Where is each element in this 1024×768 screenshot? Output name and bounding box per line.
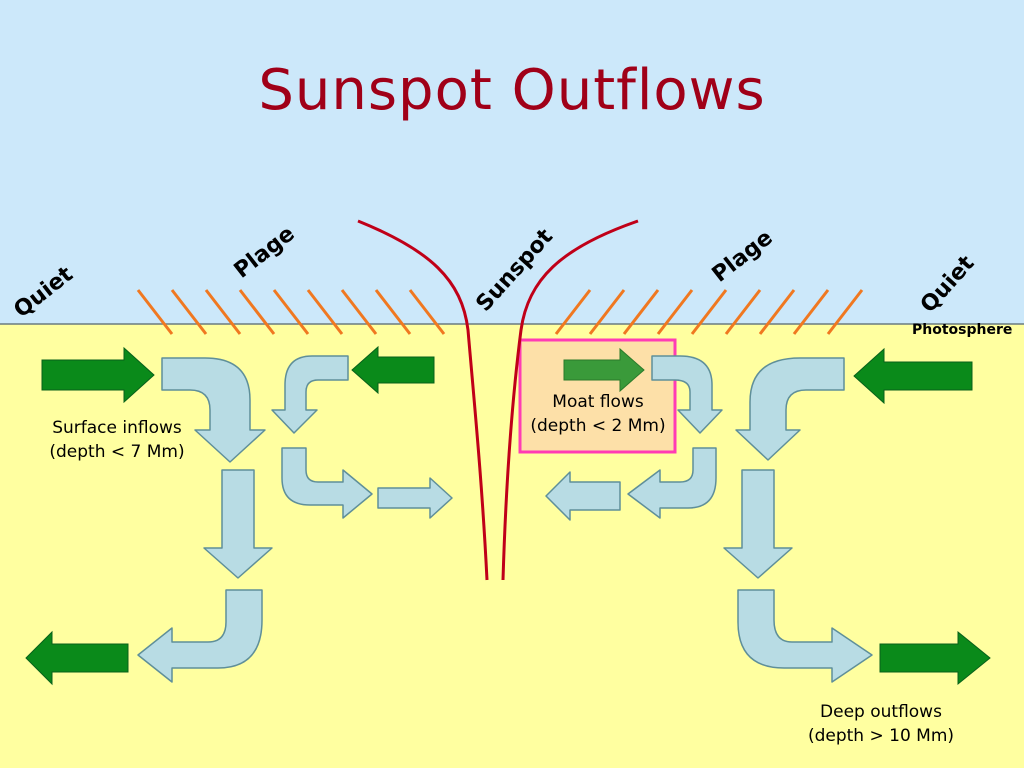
surface-inflows-depth: (depth < 7 Mm) xyxy=(49,442,185,462)
flow-arrow-left-down-long xyxy=(203,469,273,579)
inflow-arrow-left-inner xyxy=(351,345,435,395)
surface-inflows-title: Surface inflows xyxy=(52,418,182,438)
deep-outflows-depth: (depth > 10 Mm) xyxy=(807,726,955,746)
flow-arrow-inner-right-left xyxy=(545,471,621,521)
photosphere-label: Photosphere xyxy=(912,322,1013,338)
moat-flow-arrow xyxy=(563,347,645,393)
flow-arrow-right-down-long xyxy=(723,469,793,579)
flux-tube-left-line xyxy=(357,219,489,581)
inflow-arrow-right-top xyxy=(853,347,973,405)
flow-arrow-inner-left-right xyxy=(377,477,453,519)
plage-hatch-left xyxy=(136,289,446,335)
flow-arrow-left-bottom-corner xyxy=(137,589,263,683)
moat-flows-title: Moat flows xyxy=(552,392,644,412)
outflow-arrow-right-bottom xyxy=(879,630,991,686)
flux-tube-right-line xyxy=(501,219,639,581)
moat-flows-box xyxy=(518,338,677,454)
flow-arrow-inner-left-corner xyxy=(271,355,349,434)
inflow-arrow-left-top xyxy=(41,346,155,404)
flow-arrow-left-corner-down xyxy=(161,357,266,463)
flow-arrow-right-bottom-corner xyxy=(737,589,873,683)
surface-inflows-note: Surface inflows (depth < 7 Mm) xyxy=(38,416,196,464)
flow-arrow-right-corner-down xyxy=(735,357,845,461)
flow-arrow-inner-right-corner-left xyxy=(627,447,717,519)
deep-outflows-title: Deep outflows xyxy=(820,702,942,722)
moat-flows-depth: (depth < 2 Mm) xyxy=(530,416,666,436)
outflow-arrow-left-bottom xyxy=(25,630,129,686)
moat-flows-note: Moat flows (depth < 2 Mm) xyxy=(522,390,674,438)
flow-arrow-moat-corner-down xyxy=(651,355,723,434)
deep-outflows-note: Deep outflows (depth > 10 Mm) xyxy=(800,700,962,748)
solar-interior xyxy=(0,324,1024,768)
plage-hatch-right xyxy=(554,289,864,335)
sky-background xyxy=(0,0,1024,324)
page-title: Sunspot Outflows xyxy=(258,58,766,123)
flow-arrow-inner-left-corner-right xyxy=(281,447,373,519)
